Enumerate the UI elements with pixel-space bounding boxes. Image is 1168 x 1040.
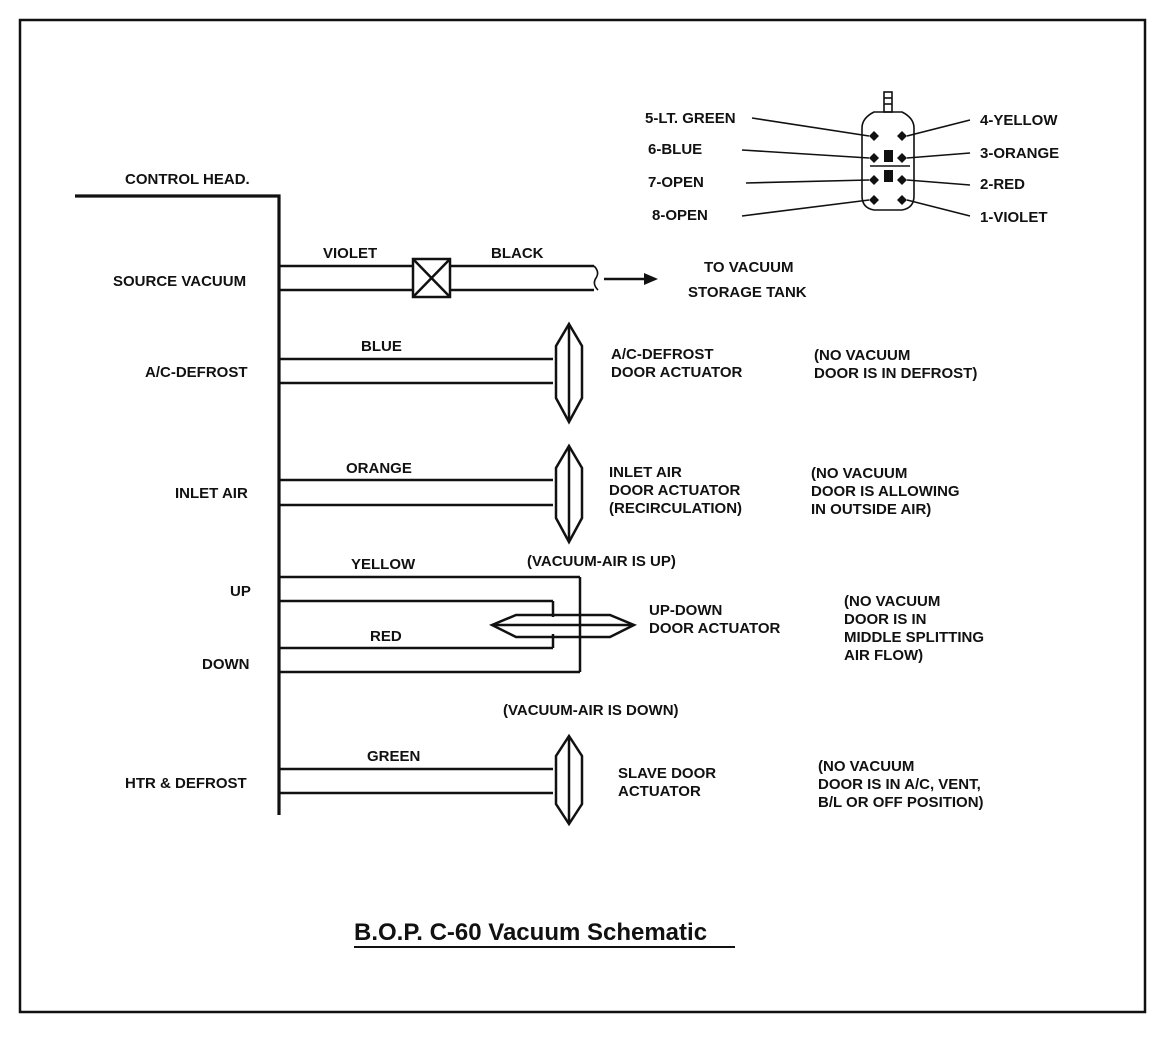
port-label-up: UP	[230, 583, 251, 600]
port-label-ac-defrost: A/C-DEFROST	[145, 364, 248, 381]
vacuum-air-down-note: (VACUUM-AIR IS DOWN)	[503, 702, 679, 719]
ac-defrost-actuator	[554, 321, 584, 425]
connector-pin-label: 3-ORANGE	[980, 145, 1059, 162]
inlet-air-actuator	[554, 443, 584, 545]
ac-defrost-note: DOOR IS IN DEFROST)	[814, 365, 977, 382]
vacuum-air-up-note: (VACUUM-AIR IS UP)	[527, 553, 676, 570]
hose-label-red: RED	[370, 628, 402, 645]
connector-pin-label: 4-YELLOW	[980, 112, 1058, 129]
up-down-note: AIR FLOW)	[844, 647, 923, 664]
inlet-air-actuator-label: DOOR ACTUATOR	[609, 482, 741, 499]
inlet-air-note: DOOR IS ALLOWING	[811, 483, 960, 500]
up-down-actuator-label: DOOR ACTUATOR	[649, 620, 781, 637]
up-down-note: DOOR IS IN	[844, 611, 927, 628]
connector-pin-label: 8-OPEN	[652, 207, 708, 224]
ac-defrost-actuator-label: DOOR ACTUATOR	[611, 364, 743, 381]
slave-door-hose	[280, 767, 553, 795]
inlet-air-note: IN OUTSIDE AIR)	[811, 501, 931, 518]
source-vacuum-hose	[280, 264, 599, 292]
diagram-title: B.O.P. C-60 Vacuum Schematic	[354, 919, 707, 946]
connector-plug	[861, 91, 915, 211]
slave-door-note: DOOR IS IN A/C, VENT,	[818, 776, 981, 793]
hose-label-orange: ORANGE	[346, 460, 412, 477]
ac-defrost-note: (NO VACUUM	[814, 347, 910, 364]
hose-label-green: GREEN	[367, 748, 420, 765]
connector-pin-label: 7-OPEN	[648, 174, 704, 191]
connector-pin-label: 6-BLUE	[648, 141, 702, 158]
slave-door-actuator-label: SLAVE DOOR	[618, 765, 716, 782]
hose-label-blue: BLUE	[361, 338, 402, 355]
inlet-air-hose	[280, 478, 553, 507]
port-label-htr-defrost: HTR & DEFROST	[125, 775, 247, 792]
up-down-actuator	[488, 613, 638, 639]
control-head-label: CONTROL HEAD.	[125, 171, 250, 188]
ac-defrost-actuator-label: A/C-DEFROST	[611, 346, 714, 363]
slave-door-note: B/L OR OFF POSITION)	[818, 794, 984, 811]
port-label-inlet-air: INLET AIR	[175, 485, 248, 502]
port-label-down: DOWN	[202, 656, 250, 673]
hose-label-yellow: YELLOW	[351, 556, 416, 573]
slave-door-note: (NO VACUUM	[818, 758, 914, 775]
inlet-air-note: (NO VACUUM	[811, 465, 907, 482]
inlet-air-actuator-label: (RECIRCULATION)	[609, 500, 742, 517]
control-head	[75, 194, 281, 815]
hose-label-black: BLACK	[491, 245, 544, 262]
check-valve	[411, 257, 452, 299]
diagram-frame	[18, 18, 1147, 1014]
hose-label-violet: VIOLET	[323, 245, 377, 262]
up-down-note: (NO VACUUM	[844, 593, 940, 610]
connector-leader-lines	[741, 117, 971, 217]
slave-door-actuator	[554, 733, 584, 827]
ac-defrost-hose	[280, 357, 553, 385]
slave-door-actuator-label: ACTUATOR	[618, 783, 701, 800]
port-label-source-vacuum: SOURCE VACUUM	[113, 273, 246, 290]
destination-label: TO VACUUM	[704, 259, 793, 276]
inlet-air-actuator-label: INLET AIR	[609, 464, 682, 481]
connector-pin-label: 1-VIOLET	[980, 209, 1048, 226]
connector-pin-label: 5-LT. GREEN	[645, 110, 736, 127]
connector-pin-label: 2-RED	[980, 176, 1025, 193]
up-down-actuator-label: UP-DOWN	[649, 602, 722, 619]
flow-arrow	[604, 273, 658, 285]
destination-label: STORAGE TANK	[688, 284, 807, 301]
up-down-note: MIDDLE SPLITTING	[844, 629, 984, 646]
